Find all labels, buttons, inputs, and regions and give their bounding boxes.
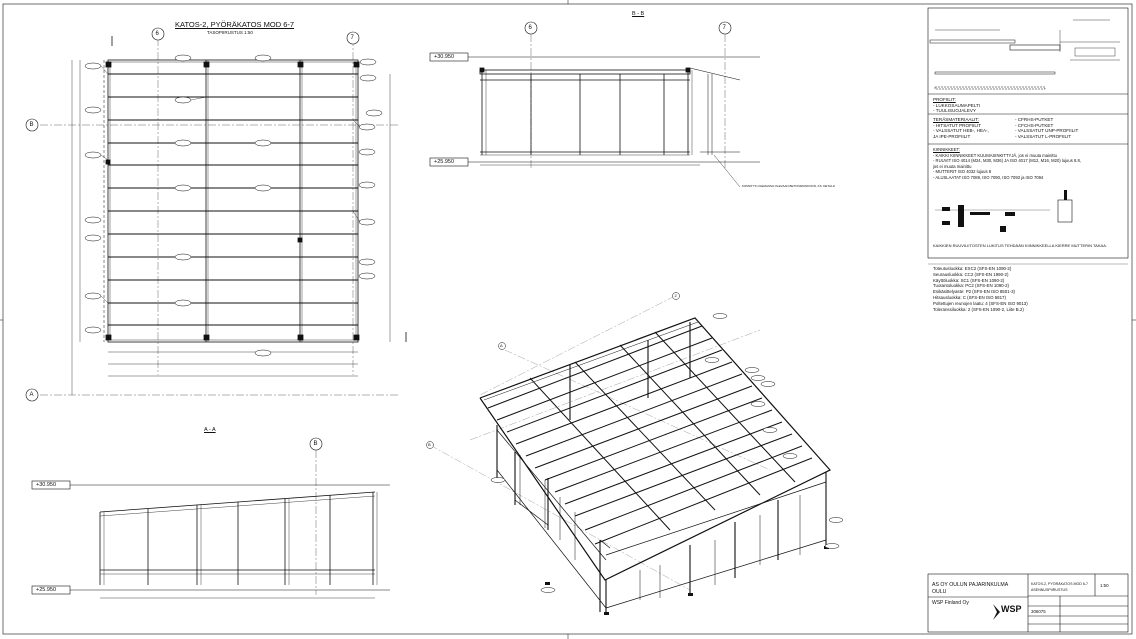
- company-name: WSP Finland Oy: [932, 600, 969, 606]
- plan-view: [40, 36, 407, 396]
- class-line: Käyttöluokka: SC1 (SFS-EN 1090-2): [933, 277, 1005, 283]
- plan-title: KATOS-2, PYÖRÄKATOS MOD 6-7: [175, 20, 295, 29]
- material-line: - HITSATUT PROFIILIT: [933, 122, 982, 128]
- section-bb-view: [430, 34, 760, 188]
- iso-grid-A-label: A: [500, 342, 503, 348]
- section-bb-grid-6-label: 6: [528, 25, 532, 31]
- legend-panel: [927, 7, 1129, 259]
- iso-grid-B-label: B: [428, 441, 431, 447]
- profiles-block: PROFIILIT: - LUKKOSAUMAPELTI - TUULISUOJ…: [933, 97, 980, 114]
- materials-block: TERÄSMATERIAALIT: - HITSATUT PROFIILIT -…: [933, 117, 989, 139]
- drawing-scale: 1:50: [1100, 583, 1109, 588]
- material-line: - VALSSATUT HEB-, HEA-,: [933, 128, 989, 134]
- section-aa-level-bottom: +25.950: [36, 586, 57, 593]
- plan-grid-B-label: B: [29, 122, 34, 128]
- title-block: [927, 573, 1129, 633]
- fasteners-footer: KAIKKIEN RUUVILIITOSTEN LUKITUS TEHDÄÄN …: [933, 243, 1107, 248]
- section-aa-view: [70, 450, 390, 599]
- class-line: Poltettujen reunojen laatu: 4 (SFS-EN IS…: [933, 300, 1028, 306]
- section-bb-grid-7-label: 7: [722, 25, 726, 31]
- class-line: Seurausluokka: CC2 (SFS-EN 1990-2): [933, 271, 1009, 277]
- section-bb-level-bottom: +25.950: [434, 158, 455, 165]
- material-line: - VALSSATUT L-PROFIILIT: [1015, 133, 1072, 139]
- fastener-line: - KAIKKI KIINNIKKEET KUUMASINKITTYJÄ, jo…: [933, 152, 1057, 158]
- plan-grid-7-label: 7: [350, 35, 354, 41]
- section-bb-title: B - B: [632, 11, 645, 17]
- section-bb-level-top: +30.950: [434, 53, 455, 60]
- material-line: - VALSSATUT UNP-PROFIILIT: [1015, 128, 1079, 134]
- fastener-line: - ALUSLAATAT ISO 7089, ISO 7090, ISO 709…: [933, 174, 1044, 180]
- material-line: - CFCHS-PUTKET: [1015, 122, 1054, 128]
- classification-block: Toteutusluokka: EXC2 (SFS-EN 1090-2) Seu…: [933, 266, 1028, 312]
- class-line: Toteutusluokka: EXC2 (SFS-EN 1090-2): [933, 266, 1012, 271]
- project-city: OULU: [932, 589, 947, 595]
- section-bb-note: KIINNITYS OLEMASSA OLEVAAN BETONIRUNKOON…: [742, 184, 836, 188]
- materials-title: TERÄSMATERIAALIT:: [933, 117, 979, 122]
- profile-line: - TUULISUOJALEVY: [933, 108, 977, 114]
- fasteners-title: KIINNIKKEET:: [933, 147, 960, 152]
- section-aa-grid-B-label: B: [313, 441, 318, 447]
- project-name: AS OY OULUN PAJARINKULMA: [932, 582, 1009, 588]
- profile-line: - LUKKOSAUMAPELTI: [933, 102, 981, 108]
- fastener-line: jos ei muuta mainittu: [933, 163, 972, 169]
- drawing-type: ASENNUSPIIRUSTUS: [1031, 588, 1068, 592]
- plan-grid-6-label: 6: [155, 31, 159, 37]
- iso-grid-2-label: 2: [674, 292, 677, 298]
- material-line: JA IPE-PROFIILIT: [933, 133, 971, 139]
- fasteners-block: KIINNIKKEET: - KAIKKI KIINNIKKEET KUUMAS…: [933, 147, 1081, 181]
- class-line: Hitsausluokka: C (SFS-EN ISO 5817): [933, 294, 1006, 300]
- section-aa-level-top: +30.950: [36, 481, 57, 488]
- class-line: Toleranssiluokka: 2 (SFS-EN 1090-2, Liit…: [933, 306, 1024, 312]
- drawing-number: 306075: [1031, 609, 1046, 614]
- class-line: Esikäsittelyaste: P2 (SFS-EN ISO 8501-3): [933, 289, 1015, 295]
- plan-callouts: [84, 54, 383, 357]
- wsp-logo: WSP: [1001, 604, 1022, 614]
- fastener-line: - MUTTERIT ISO 4032 lujuus 8: [933, 169, 992, 175]
- section-aa-title: A - A: [204, 427, 216, 433]
- class-line: Tuotantoluokka: PC2 (SFS-EN 1090-2): [933, 283, 1009, 289]
- material-line: - CFRHS-PUTKET: [1015, 117, 1054, 122]
- profiles-title: PROFIILIT:: [933, 97, 956, 102]
- plan-grid-A-label: A: [29, 392, 34, 398]
- drawing-title: KATOS-2, PYÖRÄKATOS MOD 6-7: [1031, 582, 1089, 586]
- plan-subtitle: TASOPIIRUSTUS 1:50: [207, 30, 253, 35]
- isometric-view: [429, 295, 831, 615]
- fastener-line: - RUUVIT ISO 4014 (M24, M30, M36) JA ISO…: [933, 158, 1081, 164]
- materials-block-right: - CFRHS-PUTKET - CFCHS-PUTKET - VALSSATU…: [1015, 117, 1078, 139]
